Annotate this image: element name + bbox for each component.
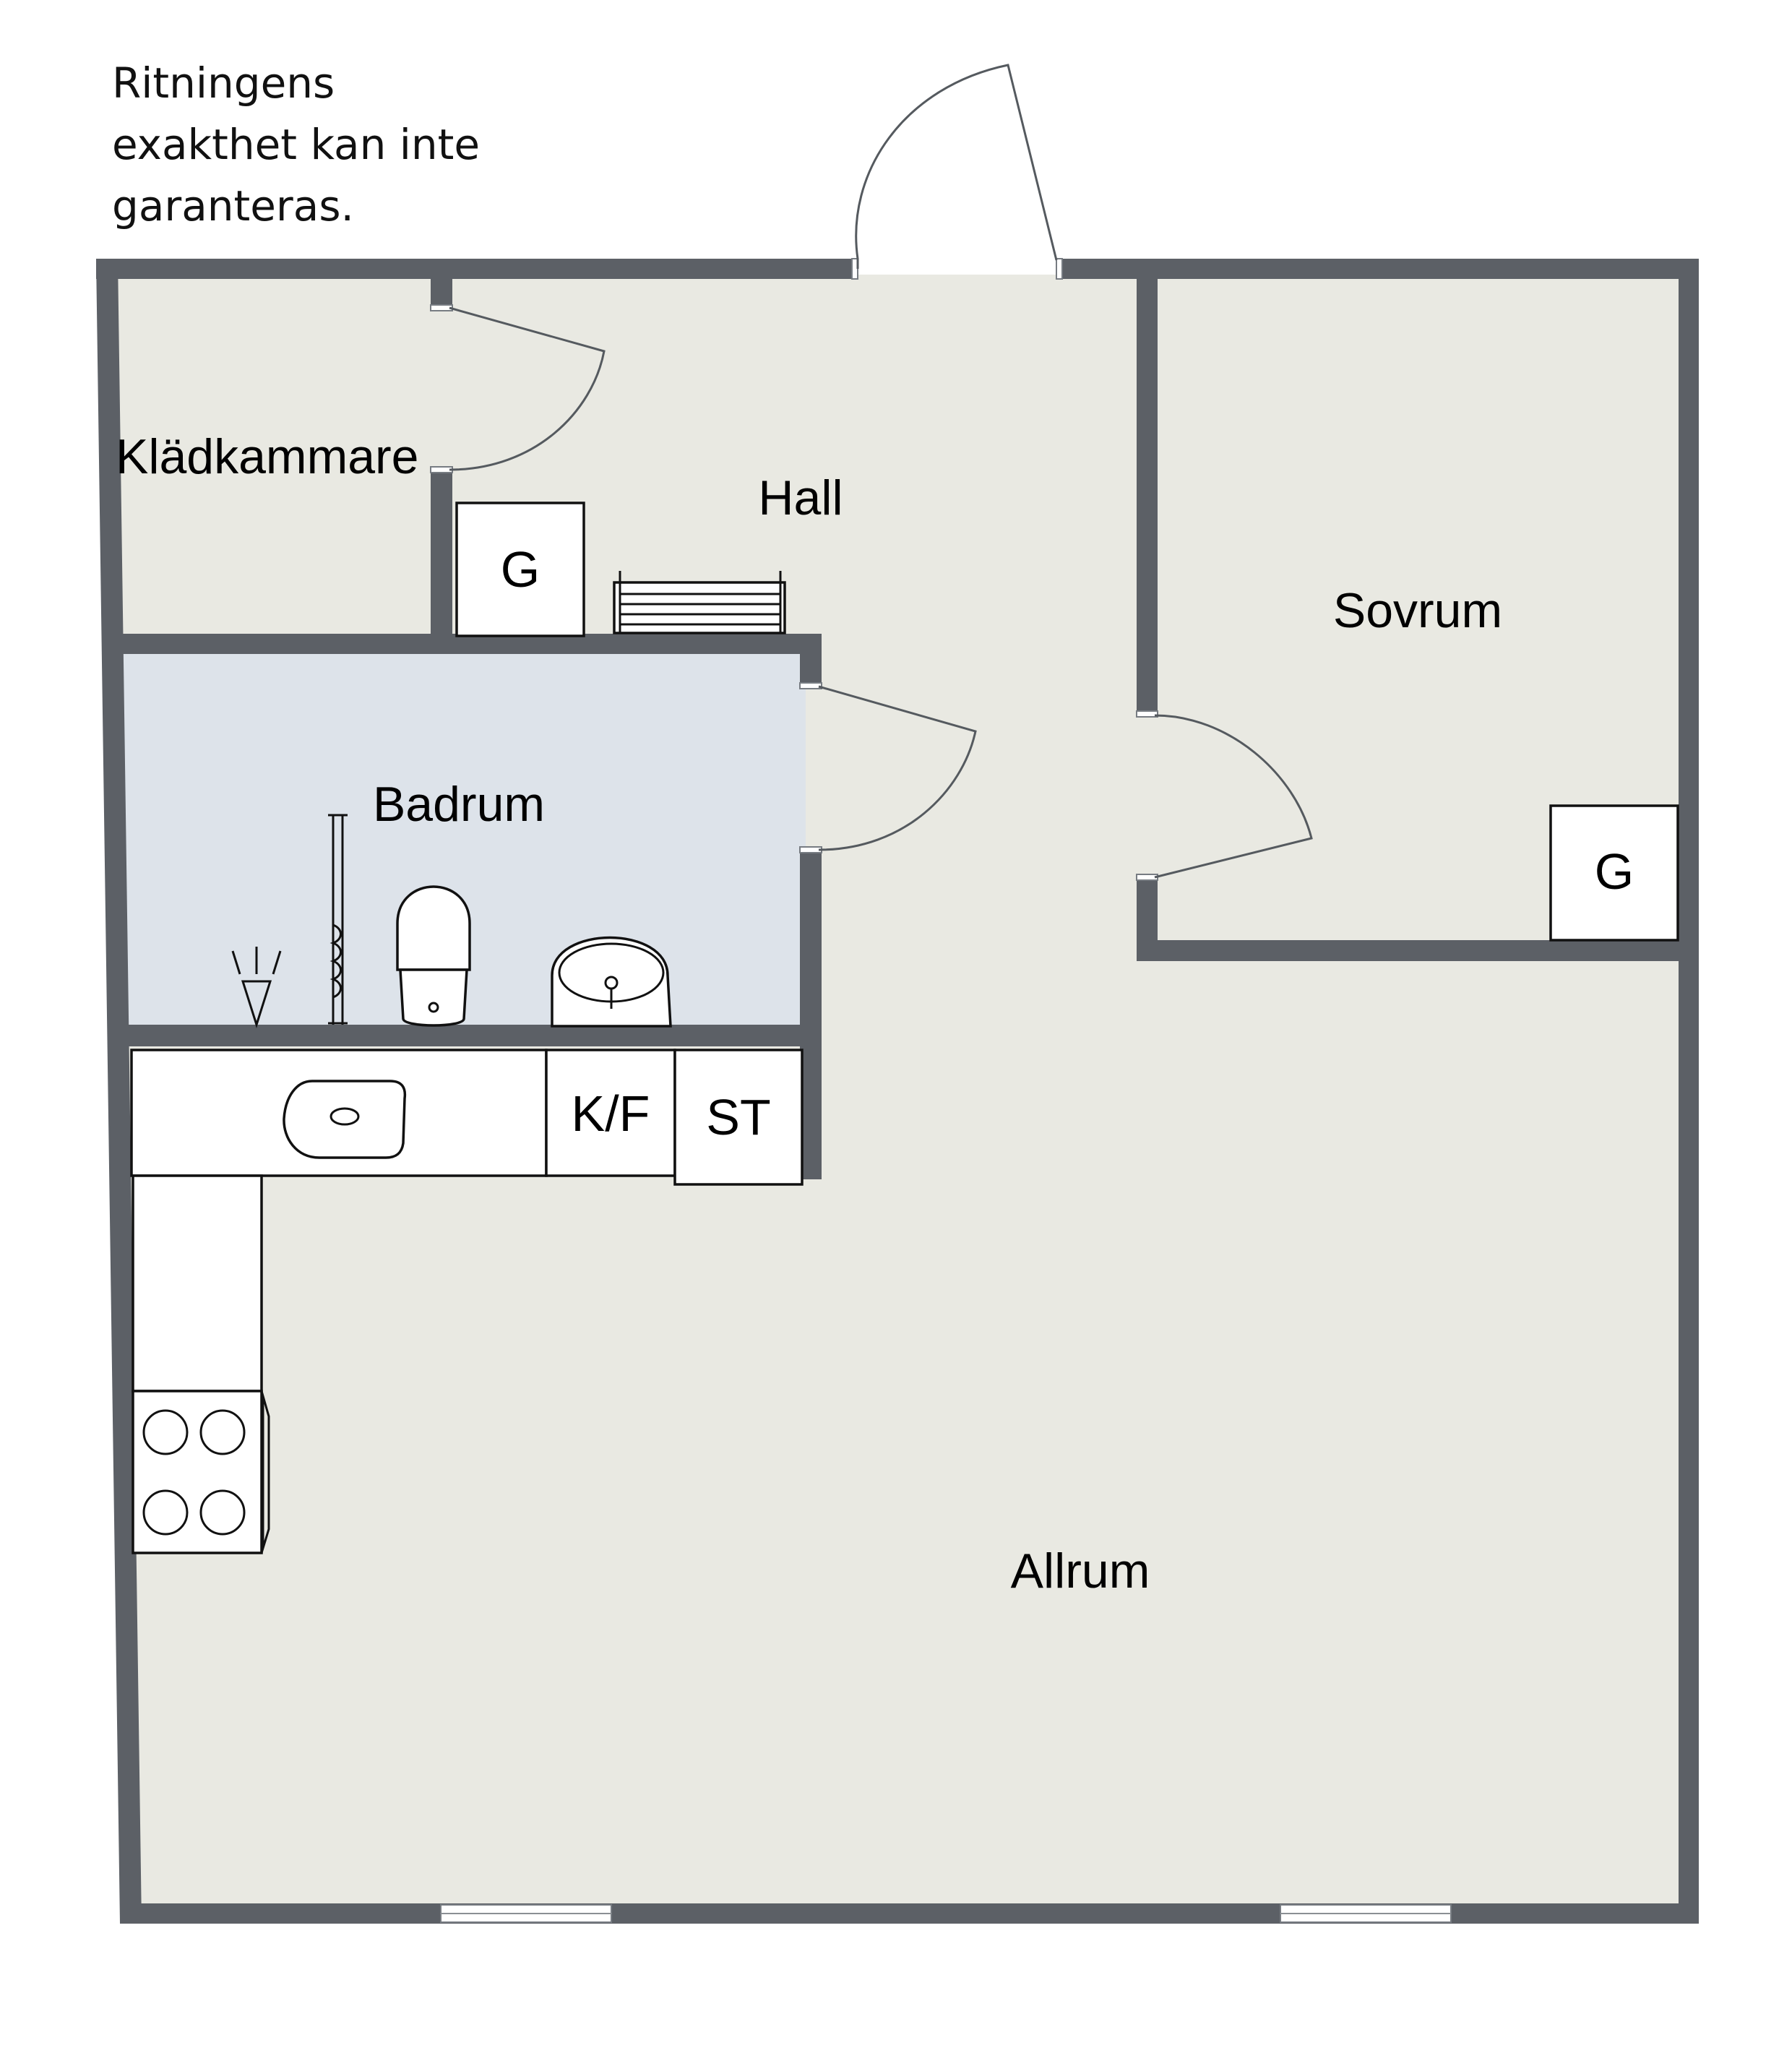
room-label-sovrum: Sovrum — [1333, 583, 1502, 638]
fridge-freezer-label: K/F — [572, 1085, 650, 1142]
floor-drain-icon — [231, 947, 282, 1028]
bathroom-sink-icon — [551, 936, 672, 1028]
disclaimer-line-3: garanteras. — [112, 181, 354, 231]
window-right — [1280, 1904, 1452, 1923]
entrance-door[interactable] — [855, 64, 1058, 269]
interior-walls — [118, 279, 1679, 1179]
toilet-icon — [396, 885, 471, 1027]
hall-wardrobe-label: G — [501, 541, 540, 598]
storage-cabinet: ST — [673, 1049, 804, 1186]
bedroom-wardrobe: G — [1549, 804, 1679, 942]
fridge-freezer: K/F — [545, 1049, 676, 1177]
window-left — [440, 1904, 612, 1923]
bathroom-door[interactable] — [818, 685, 977, 851]
bedroom-wardrobe-label: G — [1595, 843, 1634, 900]
room-label-kladkammare: Klädkammare — [116, 429, 419, 484]
stove-icon — [132, 1390, 270, 1554]
closet-door[interactable] — [449, 306, 606, 471]
hall-wardrobe: G — [455, 502, 585, 637]
kitchen-sink-icon — [283, 1080, 407, 1159]
disclaimer-line-2: exakthet kan inte — [112, 120, 480, 169]
room-label-hall: Hall — [758, 470, 843, 525]
bedroom-door[interactable] — [1154, 714, 1313, 879]
disclaimer-line-1: Ritningens — [112, 59, 335, 108]
towel-rail-icon — [328, 814, 348, 1025]
storage-cabinet-label: ST — [706, 1089, 770, 1145]
room-label-allrum: Allrum — [1011, 1544, 1150, 1598]
disclaimer: Ritningens exakthet kan inte garanteras. — [112, 59, 480, 231]
room-label-badrum: Badrum — [373, 777, 545, 832]
shoe-rack — [613, 571, 786, 634]
